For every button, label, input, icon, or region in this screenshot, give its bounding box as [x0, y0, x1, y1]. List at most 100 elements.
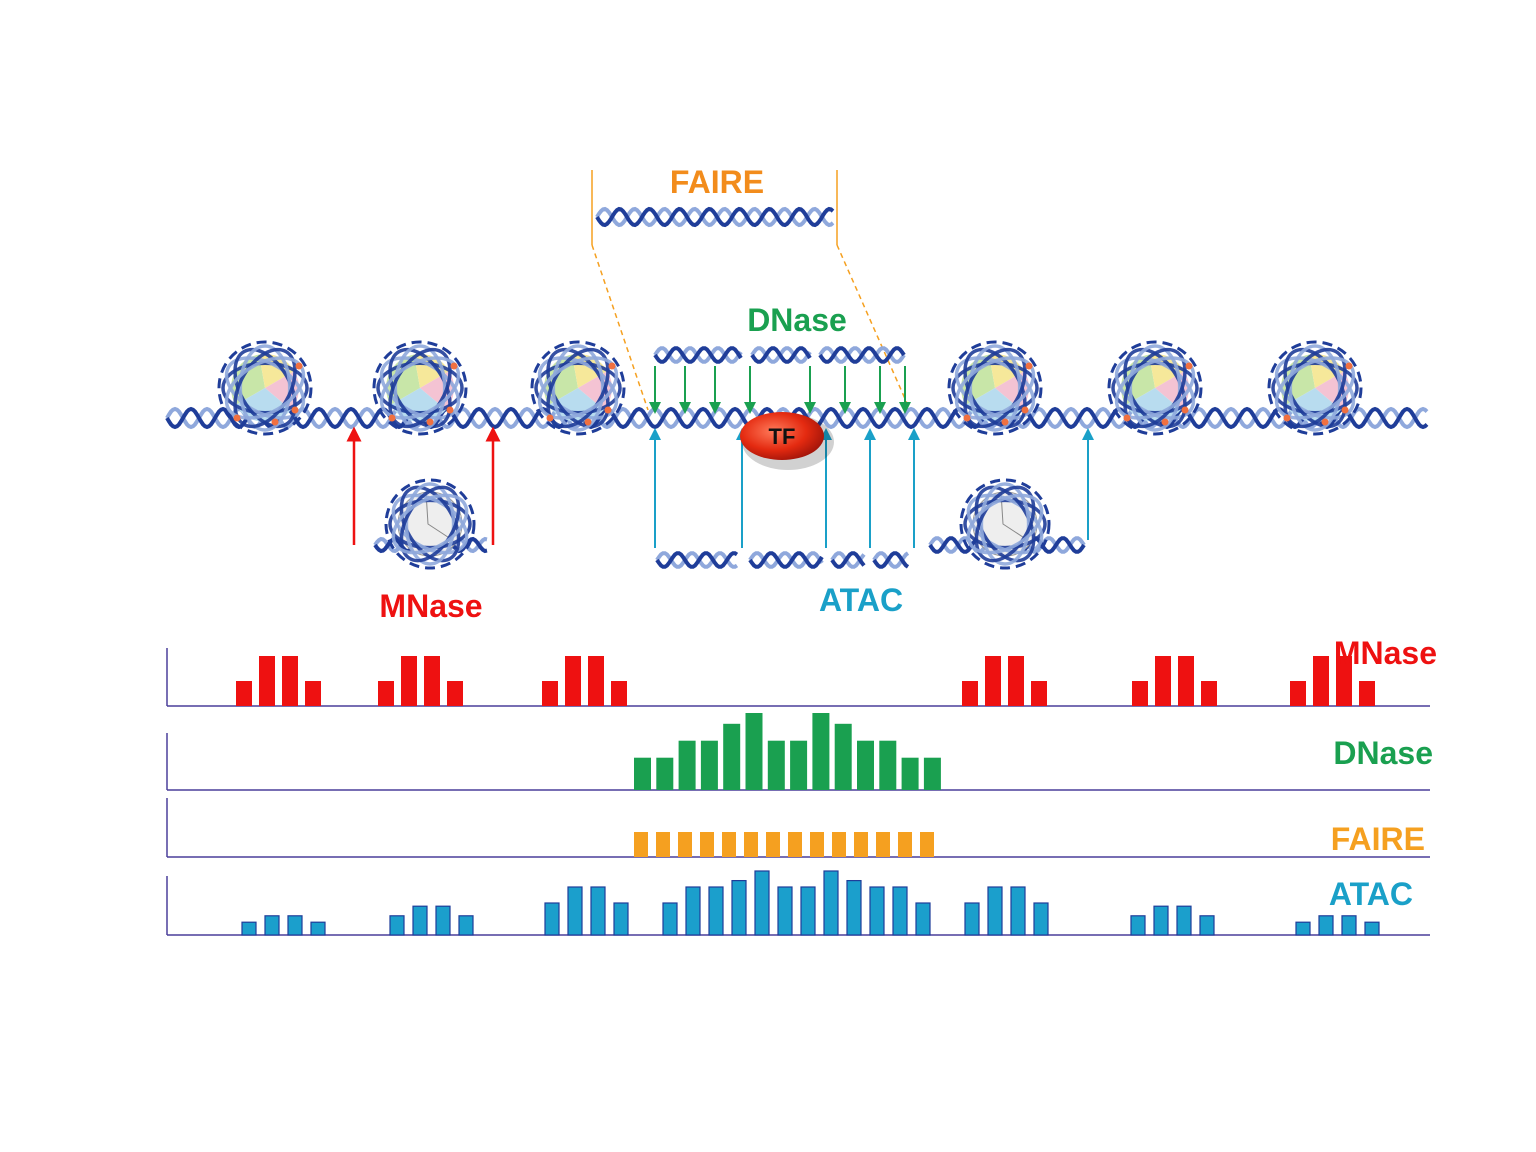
mnase-bar	[1201, 681, 1217, 706]
mnase-bar	[588, 656, 604, 706]
atac-bar	[777, 886, 793, 936]
dnase-bar	[834, 723, 852, 790]
mnase-bar	[401, 656, 417, 706]
atac-bar	[892, 886, 908, 936]
mnase-bar	[236, 681, 252, 706]
faire-bar	[634, 832, 648, 857]
atac-bar	[1318, 915, 1334, 936]
dnase-bar	[745, 713, 763, 790]
atac-bar	[662, 902, 678, 936]
atac-bar	[310, 921, 326, 936]
dnase-fragment	[818, 346, 906, 364]
mnase-bar	[1178, 656, 1194, 706]
faire-bar	[656, 832, 670, 857]
atac-fragment	[872, 551, 910, 569]
atac-bar	[823, 870, 839, 936]
atac-title: ATAC	[819, 582, 903, 618]
faire-bar	[744, 832, 758, 857]
mnase-bar	[424, 656, 440, 706]
mnase-bar	[282, 656, 298, 706]
dnase-bar	[723, 723, 741, 790]
dnase-track: DNase	[166, 713, 1433, 791]
faire-bar	[876, 832, 890, 857]
mnase-bar	[447, 681, 463, 706]
faire-track-label: FAIRE	[1331, 821, 1425, 857]
mnase-bar	[1132, 681, 1148, 706]
atac-bar	[389, 915, 405, 936]
atac-bar	[1033, 902, 1049, 936]
atac-insertion-arrows	[649, 428, 1094, 548]
mnase-bar	[1031, 681, 1047, 706]
mnase-bar	[542, 681, 558, 706]
faire-track: FAIRE	[166, 798, 1430, 858]
dnase-bar	[857, 740, 874, 790]
atac-bar	[846, 879, 862, 936]
dnase-bar	[700, 740, 718, 790]
faire-bar	[700, 832, 714, 857]
nucleosome	[1107, 340, 1203, 436]
faire-fragment	[591, 170, 911, 411]
mnase-bar	[305, 681, 321, 706]
dnase-track-label: DNase	[1333, 735, 1433, 771]
dnase-bar	[790, 740, 808, 790]
mnase-bar	[985, 656, 1001, 706]
nucleosomes	[217, 340, 1363, 436]
atac-bar	[458, 915, 474, 936]
atac-bar	[800, 886, 816, 936]
atac-bar	[1295, 921, 1311, 936]
schematic: FAIRE DNase MNase ATAC TF	[165, 164, 1429, 624]
nucleosome	[217, 340, 313, 436]
atac-bar	[754, 870, 770, 936]
tf-label: TF	[769, 424, 796, 449]
mnase-track-label: MNase	[1334, 635, 1437, 671]
mnase-title: MNase	[379, 588, 482, 624]
atac-bar	[264, 915, 280, 936]
atac-bar	[915, 902, 931, 936]
mnase-bar	[1359, 681, 1375, 706]
atac-bar	[1153, 905, 1169, 936]
atac-bar	[731, 879, 747, 936]
dnase-title: DNase	[747, 302, 847, 338]
mnase-bar	[565, 656, 581, 706]
mnase-track: MNase	[166, 635, 1437, 707]
faire-bar	[678, 832, 692, 857]
transcription-factor: TF	[740, 412, 834, 470]
atac-bar	[544, 902, 560, 936]
mnase-bar	[1008, 656, 1024, 706]
dnase-bar	[812, 713, 830, 790]
atac-bar	[1130, 915, 1146, 936]
nucleosome-core	[384, 478, 476, 570]
dnase-bar	[901, 757, 919, 790]
nucleosome	[1267, 340, 1363, 436]
atac-bar	[964, 902, 980, 936]
atac-bar	[1199, 915, 1215, 936]
dnase-bar	[678, 740, 696, 790]
atac-bar	[869, 886, 885, 936]
mnase-bar	[962, 681, 978, 706]
atac-bar	[708, 886, 724, 936]
dnase-bar	[634, 757, 651, 790]
atac-track: ATAC	[166, 870, 1430, 936]
dnase-fragment	[653, 346, 743, 364]
mnase-bar	[1290, 681, 1306, 706]
dnase-bar	[767, 740, 785, 790]
dnase-cut-arrows	[649, 366, 911, 414]
atac-bar	[435, 905, 451, 936]
atac-fragment	[830, 551, 866, 569]
atac-bar	[590, 886, 606, 936]
mnase-bar	[1155, 656, 1171, 706]
mnase-bar	[611, 681, 627, 706]
atac-bar	[412, 905, 428, 936]
mnase-bar	[259, 656, 275, 706]
faire-bar	[898, 832, 912, 857]
dnase-fragment	[750, 346, 812, 364]
dnase-bar	[879, 740, 897, 790]
atac-bar	[1364, 921, 1380, 936]
faire-bar	[788, 832, 802, 857]
atac-bar	[1176, 905, 1192, 936]
atac-bar	[1341, 915, 1357, 936]
nucleosome	[530, 340, 626, 436]
faire-bar	[832, 832, 846, 857]
